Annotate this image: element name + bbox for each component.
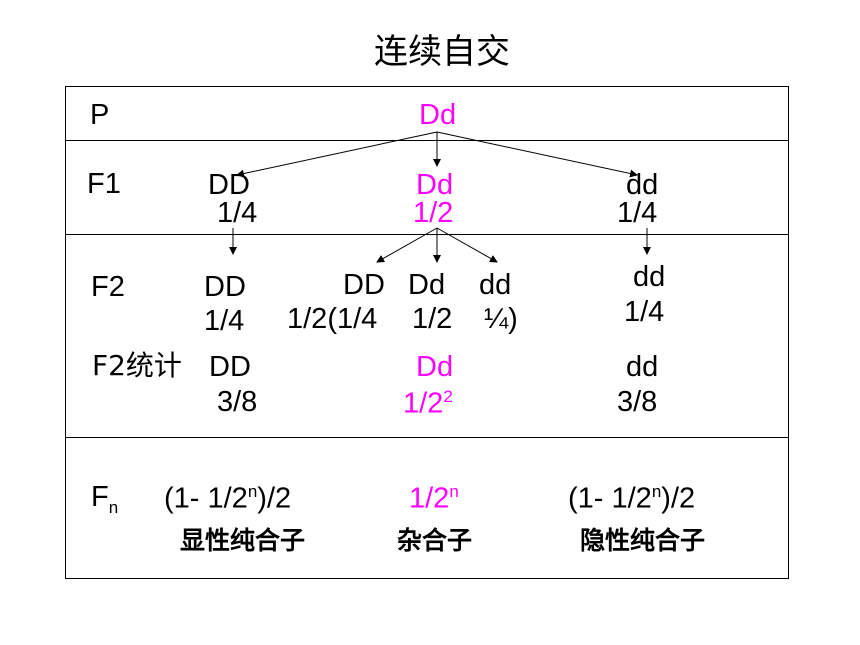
f1-dominant-ratio: 1/4 [217, 197, 258, 229]
row-label-f1: F1 [87, 168, 121, 200]
f2-mid-recessive-ratio: ¼) [484, 303, 518, 335]
f2-mid-prefix-ratio: 1/2(1/4 [287, 303, 378, 335]
arrow-het-to-f2-dd [376, 227, 438, 263]
f2-stats-recessive-genotype: dd [626, 351, 659, 383]
divider-p-f1 [65, 140, 789, 141]
f2-mid-heterozygote-genotype: Dd [408, 269, 446, 301]
row-label-fn: Fn [91, 481, 119, 517]
f1-heterozygote-genotype: Dd [416, 169, 454, 201]
divider-f1-f2 [65, 234, 789, 235]
fn-subscript: n [108, 497, 119, 517]
f2-stats-dominant-ratio: 3/8 [217, 386, 258, 418]
fn-recessive-formula: (1- 1/2n)/2 [568, 482, 696, 515]
f2-right-ratio: 1/4 [624, 296, 665, 328]
f1-recessive-genotype: dd [626, 169, 659, 201]
fn-recessive-name: 隐性纯合子 [580, 526, 706, 555]
divider-f2-fn [65, 437, 789, 438]
f2-stats-heterozygote-ratio: 1/22 [403, 387, 453, 420]
arrow-het-to-f2-rec [436, 227, 498, 263]
f2-stats-dominant-genotype: DD [209, 351, 251, 383]
f2-left-genotype: DD [204, 271, 246, 303]
f2-stats-heterozygote-genotype: Dd [416, 351, 454, 383]
f1-heterozygote-ratio: 1/2 [413, 197, 454, 229]
f2-stats-exponent: 2 [443, 387, 453, 406]
f2-mid-recessive-genotype: dd [479, 269, 512, 301]
f2-stats-recessive-ratio: 3/8 [617, 386, 658, 418]
row-label-p: P [90, 99, 110, 131]
diagram-title: 连续自交 [374, 32, 510, 72]
row-label-f2: F2 [91, 271, 125, 303]
f2-right-genotype: dd [633, 261, 666, 293]
fn-heterozygote-formula: 1/2n [409, 482, 459, 515]
arrow-p-to-dd [236, 131, 438, 178]
fn-dominant-formula: (1- 1/2n)/2 [164, 482, 292, 515]
f1-recessive-ratio: 1/4 [617, 197, 658, 229]
arrow-p-to-rec [436, 131, 638, 178]
f2-mid-dominant-genotype: DD [343, 269, 385, 301]
fn-dominant-name: 显性纯合子 [180, 526, 306, 555]
f2-left-ratio: 1/4 [204, 305, 245, 337]
row-label-f2-stats: F2统计 [92, 349, 182, 382]
table-frame [65, 86, 789, 579]
p-genotype: Dd [419, 99, 457, 131]
f1-dominant-genotype: DD [208, 169, 250, 201]
fn-heterozygote-name: 杂合子 [397, 526, 473, 555]
f2-mid-heterozygote-ratio: 1/2 [412, 303, 453, 335]
